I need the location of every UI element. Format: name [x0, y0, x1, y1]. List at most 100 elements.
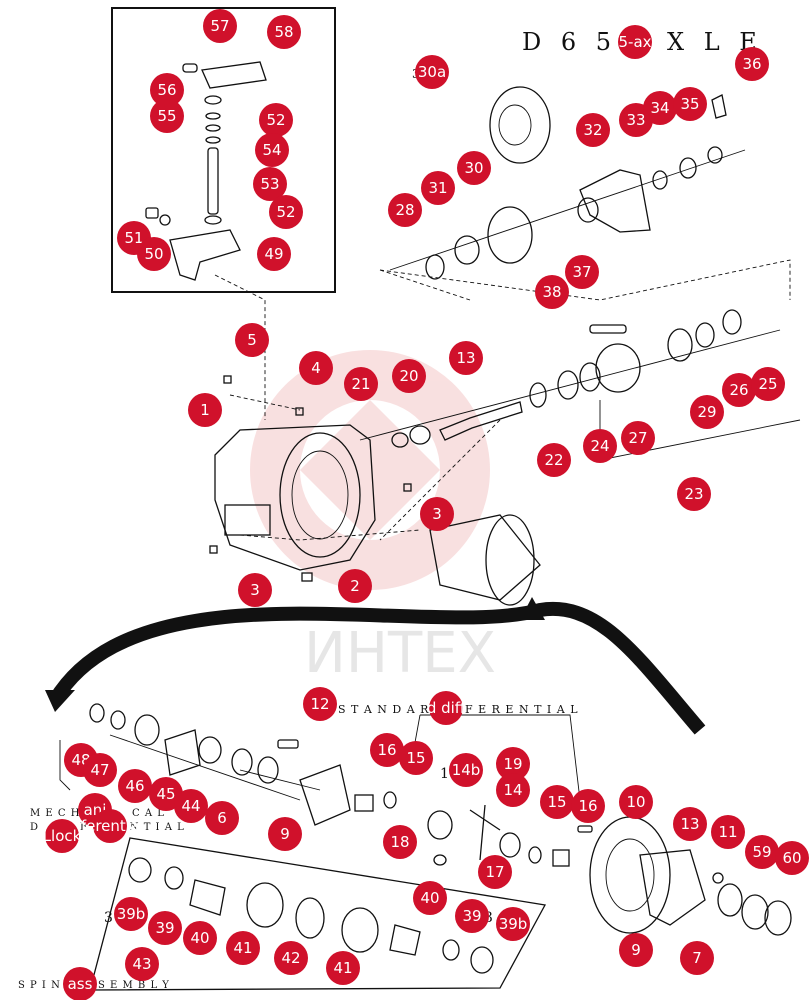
callout-number: 30a [418, 63, 446, 81]
callout-bubble [253, 167, 287, 201]
callout-bubble [576, 113, 610, 147]
callout-number: 46 [125, 777, 144, 795]
callout-c10: 10 [619, 785, 653, 819]
callout-c2: 2 [338, 569, 372, 603]
callout-c40b: 40 [413, 881, 447, 915]
callout-number: 60 [782, 849, 801, 867]
callout-number: 15 [547, 793, 566, 811]
callout-c39c: 39 [455, 899, 489, 933]
callout-bubble [583, 429, 617, 463]
callout-bubble [205, 801, 239, 835]
callout-c58: 58 [267, 15, 301, 49]
callout-number: ass [68, 975, 93, 993]
callout-number: 39b [117, 905, 146, 923]
callout-bubble [496, 773, 530, 807]
callout-c57: 57 [203, 9, 237, 43]
label-spin-left: S P I N [18, 980, 61, 991]
callout-number: 33 [626, 111, 645, 129]
callout-bubble [269, 195, 303, 229]
callout-number: 47 [90, 761, 109, 779]
callout-bubble [183, 921, 217, 955]
callout-c38: 38 [535, 275, 569, 309]
flow-arrow-head-up [520, 597, 545, 620]
callout-bubble [257, 237, 291, 271]
label-mech-3: D [30, 822, 39, 833]
callout-bubble [690, 395, 724, 429]
callout-c3a: 3 [420, 497, 454, 531]
callout-number: 52 [266, 111, 285, 129]
callout-bubble [571, 789, 605, 823]
callout-c60: 60 [775, 841, 809, 875]
callout-c47: 47 [83, 753, 117, 787]
callout-number: 43 [132, 955, 151, 973]
callout-bubble [268, 817, 302, 851]
callout-number: 32 [583, 121, 602, 139]
callout-bubble [449, 753, 483, 787]
callout-number: 22 [544, 451, 563, 469]
callout-number: 23 [684, 485, 703, 503]
label-mech-4: F E R E N T I A L [80, 822, 185, 833]
callout-number: 19 [503, 755, 522, 773]
callout-number: 15 [406, 749, 425, 767]
section-labels: S T A N D A R D F E R E N T I A L M E C … [18, 67, 579, 991]
callout-bubble [150, 73, 184, 107]
callout-number: 41 [233, 939, 252, 957]
callout-number: 26 [729, 381, 748, 399]
callout-bubble [45, 819, 79, 853]
callout-bubble [643, 91, 677, 125]
callout-number: 50 [144, 245, 163, 263]
callout-bubble [274, 941, 308, 975]
diagram-title: D 6 5 [522, 28, 617, 56]
flow-arrow-head [45, 690, 75, 712]
callout-number: 3 [250, 581, 260, 599]
callout-number: 53 [260, 175, 279, 193]
callout-c36: 36 [735, 47, 769, 81]
callout-number: 39b [499, 915, 528, 933]
callout-number: 39 [462, 907, 481, 925]
callout-c59: 59 [745, 835, 779, 869]
callout-c31: 31 [421, 171, 455, 205]
callout-number: iferential [77, 817, 144, 835]
callout-bubble [745, 835, 779, 869]
callout-bubble [344, 367, 378, 401]
callout-bubble [711, 815, 745, 849]
callout-bubble [673, 87, 707, 121]
callout-bubble [235, 323, 269, 357]
spin-assembly-frame [89, 837, 547, 991]
callout-bubble [255, 133, 289, 167]
callout-bubble [93, 809, 127, 843]
callout-c7: 7 [680, 941, 714, 975]
label-standard-right: F E R E N T I A L [465, 703, 579, 716]
callout-number: 28 [395, 201, 414, 219]
callout-c22: 22 [537, 443, 571, 477]
callout-bubble [540, 785, 574, 819]
callout-bubble [188, 393, 222, 427]
callout-c16b: 16 [571, 789, 605, 823]
callout-c15a: 15 [399, 741, 433, 775]
callout-number: 52 [276, 203, 295, 221]
callout-bubble [535, 275, 569, 309]
label-sub-1: 1 [440, 766, 449, 782]
callout-c29: 29 [690, 395, 724, 429]
callout-c14b: 14b [449, 753, 483, 787]
callout-c52b: 52 [269, 195, 303, 229]
callout-c13a: 13 [449, 341, 483, 375]
callout-c46: 46 [118, 769, 152, 803]
callout-c54: 54 [255, 133, 289, 167]
upper-assembly-parts [425, 86, 727, 280]
callout-bubble [174, 789, 208, 823]
callout-bubble [338, 569, 372, 603]
callout-number: 59 [752, 843, 771, 861]
callout-bubble [148, 911, 182, 945]
callout-bubble [299, 351, 333, 385]
leader-lines [59, 149, 801, 801]
callout-c27: 27 [621, 421, 655, 455]
callout-number: 9 [631, 941, 641, 959]
callout-c15b: 15 [540, 785, 574, 819]
callout-c41b: 41 [326, 951, 360, 985]
callout-number: 30 [464, 159, 483, 177]
callout-bubble [150, 99, 184, 133]
callout-number: 4 [311, 359, 321, 377]
callout-bubble [226, 931, 260, 965]
